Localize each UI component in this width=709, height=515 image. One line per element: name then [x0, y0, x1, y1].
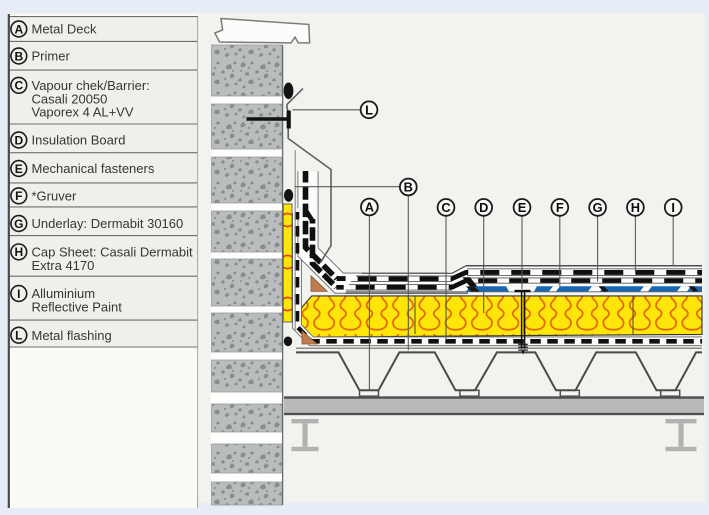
svg-text:*Gruver: *Gruver [32, 188, 77, 203]
svg-text:Metal Deck: Metal Deck [32, 22, 98, 37]
svg-text:A: A [14, 22, 23, 36]
svg-text:L: L [365, 103, 373, 118]
svg-text:I: I [17, 287, 20, 301]
svg-text:H: H [14, 245, 23, 259]
svg-text:C: C [14, 79, 23, 93]
svg-text:Cap Sheet: Casali Dermabit: Cap Sheet: Casali Dermabit [32, 245, 194, 260]
svg-text:Vapour chek/Barrier:: Vapour chek/Barrier: [32, 78, 150, 93]
svg-text:I: I [671, 200, 675, 215]
svg-text:B: B [14, 49, 23, 63]
svg-text:E: E [15, 162, 23, 176]
svg-text:Extra 4170: Extra 4170 [32, 258, 95, 273]
svg-text:Insulation Board: Insulation Board [32, 133, 126, 148]
svg-text:L: L [15, 329, 22, 343]
svg-text:B: B [404, 180, 413, 195]
svg-text:Alluminium: Alluminium [32, 286, 96, 301]
svg-text:Mechanical fasteners: Mechanical fasteners [32, 161, 155, 176]
svg-text:D: D [14, 133, 23, 147]
svg-text:Underlay: Dermabit 30160: Underlay: Dermabit 30160 [32, 216, 184, 231]
svg-text:C: C [441, 200, 450, 215]
svg-text:G: G [593, 200, 603, 215]
svg-text:Vaporex 4 AL+VV: Vaporex 4 AL+VV [32, 105, 134, 120]
svg-text:F: F [15, 189, 22, 203]
svg-text:F: F [556, 200, 564, 215]
svg-text:Casali 20050: Casali 20050 [32, 91, 108, 106]
svg-text:Metal flashing: Metal flashing [32, 328, 112, 343]
svg-text:E: E [518, 200, 527, 215]
svg-text:G: G [14, 217, 23, 231]
svg-text:Primer: Primer [32, 49, 71, 64]
svg-text:A: A [365, 200, 374, 215]
svg-text:H: H [631, 200, 640, 215]
svg-text:Reflective Paint: Reflective Paint [32, 300, 123, 315]
svg-text:D: D [479, 200, 488, 215]
